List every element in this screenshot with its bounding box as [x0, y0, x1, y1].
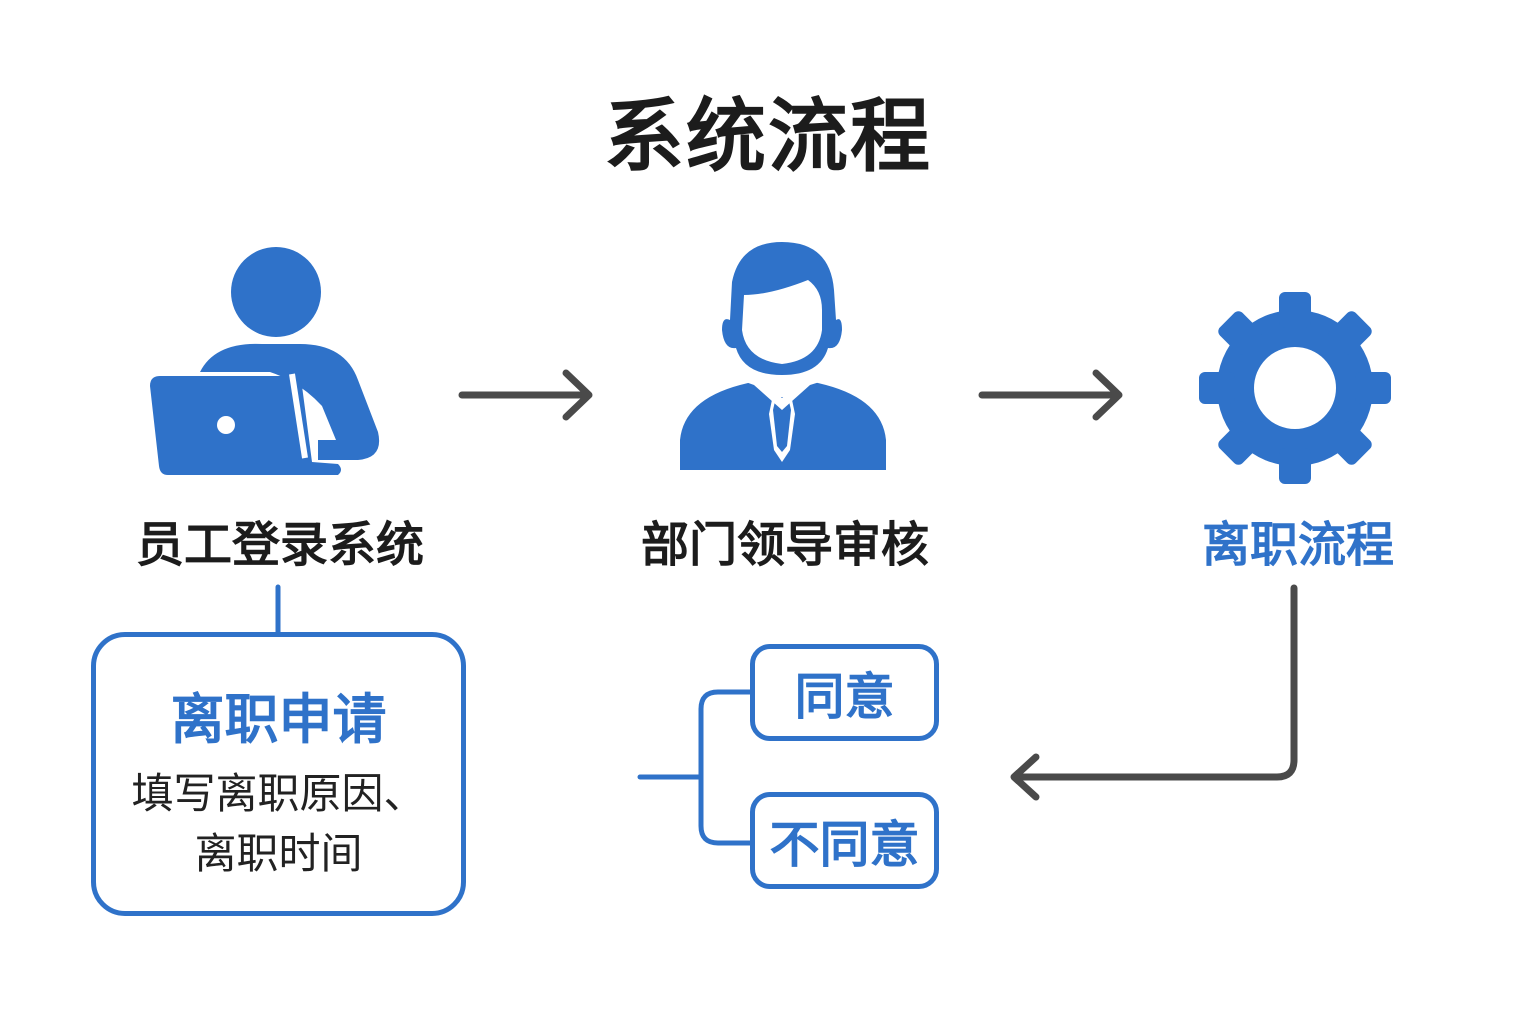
- page-title: 系统流程: [604, 90, 932, 183]
- decision-disagree[interactable]: 不同意: [750, 792, 939, 889]
- arrow-step1-to-step2: [458, 369, 593, 421]
- decision-agree[interactable]: 同意: [750, 644, 939, 741]
- step-label-manager-review: 部门领导审核: [640, 517, 929, 573]
- resignation-application-box: 离职申请 填写离职原因、 离职时间: [91, 632, 466, 916]
- application-desc-line2: 离职时间: [194, 829, 363, 878]
- gear-icon: [1199, 292, 1391, 484]
- application-desc-line1: 填写离职原因、: [131, 769, 426, 818]
- arrow-step3-to-decision: [1010, 584, 1298, 801]
- application-title: 离职申请: [170, 688, 387, 751]
- arrow-step2-to-step3: [978, 369, 1123, 421]
- manager-icon: [680, 242, 886, 470]
- person-laptop-icon: [150, 247, 380, 475]
- step-label-resignation-process: 离职流程: [1201, 517, 1394, 573]
- decision-bracket: [637, 689, 755, 846]
- step-label-employee-login: 员工登录系统: [135, 517, 424, 573]
